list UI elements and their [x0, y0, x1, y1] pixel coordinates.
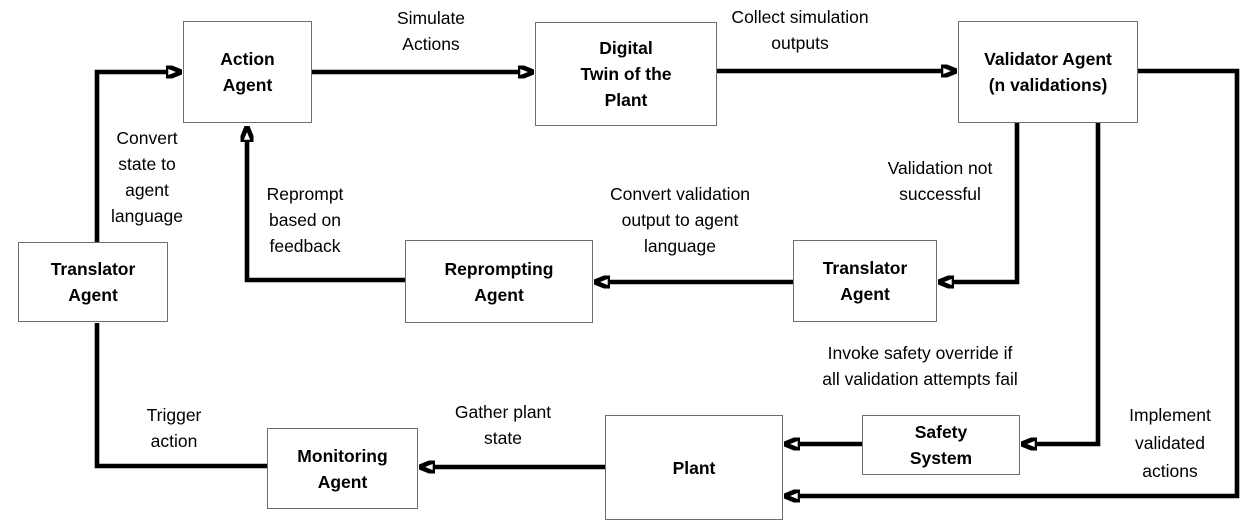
- node-plant: Plant: [605, 415, 783, 520]
- edge-label-simulate-actions: Simulate Actions: [396, 8, 466, 54]
- edge-label-implement-validated-actions: Implement validated actions: [1129, 405, 1211, 481]
- edge-label-convert-state-to-agent-language: Convert state to agent language: [110, 128, 184, 226]
- node-action-agent: Action Agent: [183, 21, 312, 123]
- edge-label-validation-not-successful: Validation not successful: [887, 158, 993, 204]
- node-digital-twin: Digital Twin of the Plant: [535, 22, 717, 126]
- edge-label-trigger-action: Trigger action: [146, 405, 202, 451]
- edge-label-reprompt-based-on-feedback: Reprompt based on feedback: [266, 184, 344, 256]
- edge-label-invoke-safety-override: Invoke safety override if all validation…: [822, 343, 1018, 389]
- edge-validator-agent-to-safety-system: [1036, 123, 1101, 444]
- node-validator-agent: Validator Agent (n validations): [958, 21, 1138, 123]
- node-translator-agent-left: Translator Agent: [18, 242, 168, 322]
- edge-validator-agent-to-plant: [799, 68, 1240, 496]
- edge-label-collect-simulation-outputs: Collect simulation outputs: [731, 7, 869, 53]
- node-reprompting-agent: Reprompting Agent: [405, 240, 593, 323]
- edge-validator-agent-to-translator-mid: [953, 123, 1020, 282]
- edge-monitoring-agent-to-translator-left: [94, 323, 267, 469]
- node-safety-system: Safety System: [862, 415, 1020, 475]
- edge-label-gather-plant-state: Gather plant state: [454, 402, 552, 448]
- edge-label-convert-validation-output: Convert validation output to agent langu…: [609, 184, 751, 256]
- node-translator-agent-mid: Translator Agent: [793, 240, 937, 322]
- node-monitoring-agent: Monitoring Agent: [267, 428, 418, 509]
- edge-reprompting-agent-to-action-agent: [247, 141, 405, 283]
- edge-translator-left-to-action-agent: [94, 72, 167, 242]
